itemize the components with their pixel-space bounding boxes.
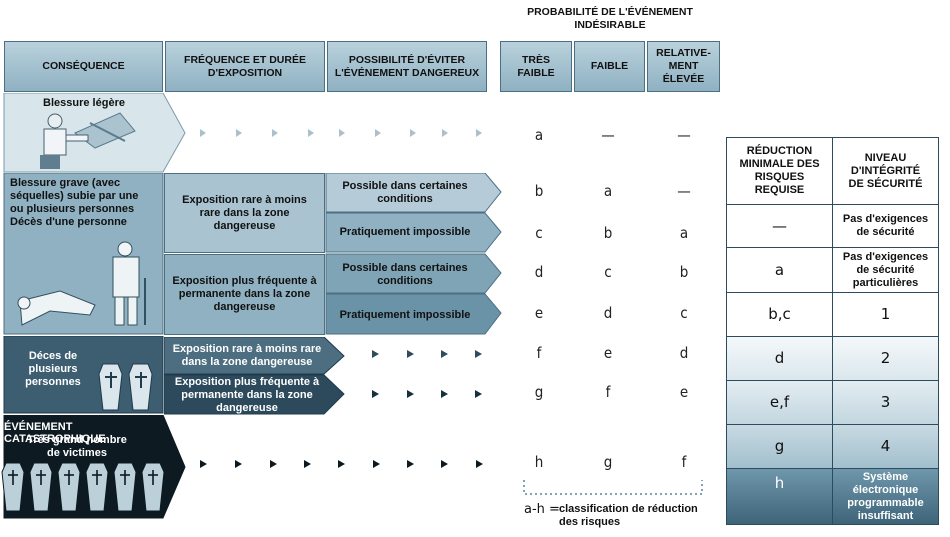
table-cell-reduction: g xyxy=(726,424,833,469)
frequence-arrows-row3 xyxy=(164,337,345,415)
header-relativement: RELATIVE-MENT ÉLEVÉE xyxy=(647,41,720,92)
arrow-marker xyxy=(304,460,311,468)
frequence-rare-1: Exposition rare à moins rare dans la zon… xyxy=(164,173,325,253)
table-cell-niveau: 1 xyxy=(832,292,939,337)
matrix-cell: c xyxy=(604,263,612,281)
table-header-reduction: RÉDUCTION MINIMALE DES RISQUES REQUISE xyxy=(726,137,833,205)
matrix-cell: e xyxy=(679,383,689,401)
matrix-cell: — xyxy=(677,126,691,144)
matrix-cell: c xyxy=(680,304,688,322)
frequence-frequente-1: Exposition plus fréquente à permanente d… xyxy=(164,254,325,335)
arrow-marker xyxy=(373,460,380,468)
header-consequence: CONSÉQUENCE xyxy=(4,41,163,92)
matrix-cell: d xyxy=(603,304,613,322)
possibilite-1: Possible dans certaines conditions xyxy=(342,179,468,205)
table-cell-reduction: b,c xyxy=(726,292,833,337)
possibilite-arrows xyxy=(325,173,502,335)
arrow-marker xyxy=(410,129,416,137)
arrow-marker xyxy=(441,460,448,468)
arrow-marker xyxy=(272,129,278,137)
arrow-marker xyxy=(339,129,345,137)
probability-title: PROBABILITÉ DE L'ÉVÉNEMENT INDÉSIRABLE xyxy=(527,6,693,31)
arrow-marker xyxy=(475,350,482,358)
arrow-marker xyxy=(372,390,379,398)
frequence-frequente-2: Exposition plus fréquente à permanente d… xyxy=(174,376,320,414)
matrix-cell: d xyxy=(534,263,544,281)
matrix-cell: h xyxy=(534,453,544,471)
consequence-deces-label: Déces de plusieurs personnes xyxy=(25,350,81,388)
table-header-niveau: NIVEAU D'INTÉGRITÉ DE SÉCURITÉ xyxy=(832,137,939,205)
arrow-marker xyxy=(441,350,448,358)
table-cell-reduction: d xyxy=(726,336,833,381)
matrix-cell: f xyxy=(681,453,687,471)
table-cell-niveau: 3 xyxy=(832,380,939,425)
possibilite-4: Pratiquement impossible xyxy=(339,308,471,321)
arrow-marker xyxy=(375,129,381,137)
consequence-catastrophe-box xyxy=(1,415,186,519)
matrix-cell: f xyxy=(605,383,611,401)
consequence-grave-label: Blessure grave (avec séquelles) subie pa… xyxy=(10,177,139,228)
table-cell-niveau: Pas d'exigences de sécurité xyxy=(832,204,939,248)
arrow-marker xyxy=(442,129,448,137)
consequence-catastrophe-sub: Très grand nombre de victimes xyxy=(27,434,127,459)
arrow-marker xyxy=(476,460,483,468)
consequence-catastrophe-title: ÉVÉNEMENT CATASTROPHIQUE xyxy=(4,421,106,445)
table-cell-niveau: 4 xyxy=(832,424,939,469)
injured-workers-icon xyxy=(17,241,146,326)
consequence-grave-box xyxy=(3,173,164,335)
matrix-cell: a xyxy=(534,126,544,144)
matrix-cell: g xyxy=(603,453,613,471)
legend-bracket xyxy=(523,480,703,495)
worker-injury-icon xyxy=(40,112,136,169)
arrow-marker xyxy=(407,460,414,468)
consequence-legere-label: Blessure légère xyxy=(43,97,125,109)
matrix-cell: e xyxy=(603,344,613,362)
table-cell-niveau: Pas d'exigences de sécurité particulière… xyxy=(832,247,939,293)
arrow-marker xyxy=(407,350,414,358)
matrix-cell: c xyxy=(535,224,543,242)
table-cell-reduction: h xyxy=(726,468,833,525)
arrow-marker xyxy=(270,460,277,468)
table-cell-niveau: Système électronique programmable insuff… xyxy=(832,468,939,525)
possibilite-2: Pratiquement impossible xyxy=(339,226,471,238)
arrow-marker xyxy=(475,390,482,398)
matrix-cell: — xyxy=(677,182,691,200)
arrow-marker xyxy=(476,129,482,137)
arrow-marker xyxy=(338,460,345,468)
arrow-marker xyxy=(200,460,207,468)
header-possibilite: POSSIBILITÉ D'ÉVITER L'ÉVÉNEMENT DANGERE… xyxy=(327,41,487,92)
table-cell-reduction: a xyxy=(726,247,833,293)
arrow-marker xyxy=(441,390,448,398)
matrix-cell: a xyxy=(679,224,689,242)
arrow-marker xyxy=(407,390,414,398)
matrix-cell: — xyxy=(601,126,615,144)
matrix-cell: g xyxy=(534,383,544,401)
matrix-cell: b xyxy=(679,263,689,281)
table-cell-niveau: 2 xyxy=(832,336,939,381)
table-cell-reduction: e,f xyxy=(726,380,833,425)
matrix-cell: b xyxy=(603,224,613,242)
arrow-marker xyxy=(372,350,379,358)
header-tres-faible: TRÈS FAIBLE xyxy=(500,41,572,92)
matrix-cell: b xyxy=(534,182,544,200)
matrix-cell: d xyxy=(679,344,689,362)
legend-prefix: a-h = xyxy=(524,502,560,517)
matrix-cell: e xyxy=(534,304,544,322)
legend-text: classification de réduction des risques xyxy=(559,503,698,528)
arrow-marker xyxy=(236,129,242,137)
many-coffins-icon xyxy=(1,462,165,512)
table-cell-reduction: — xyxy=(726,204,833,248)
possibilite-3: Possible dans certaines conditions xyxy=(342,261,468,287)
header-frequence: FRÉQUENCE ET DURÉE D'EXPOSITION xyxy=(165,41,325,92)
consequence-legere-box xyxy=(3,93,186,173)
matrix-cell: a xyxy=(603,182,613,200)
arrow-marker xyxy=(200,129,206,137)
consequence-deces-box xyxy=(3,336,164,414)
matrix-cell: f xyxy=(536,344,542,362)
frequence-rare-2: Exposition rare à moins rare dans la zon… xyxy=(172,343,322,368)
arrow-marker xyxy=(235,460,242,468)
header-faible: FAIBLE xyxy=(574,41,645,92)
arrow-marker xyxy=(308,129,314,137)
